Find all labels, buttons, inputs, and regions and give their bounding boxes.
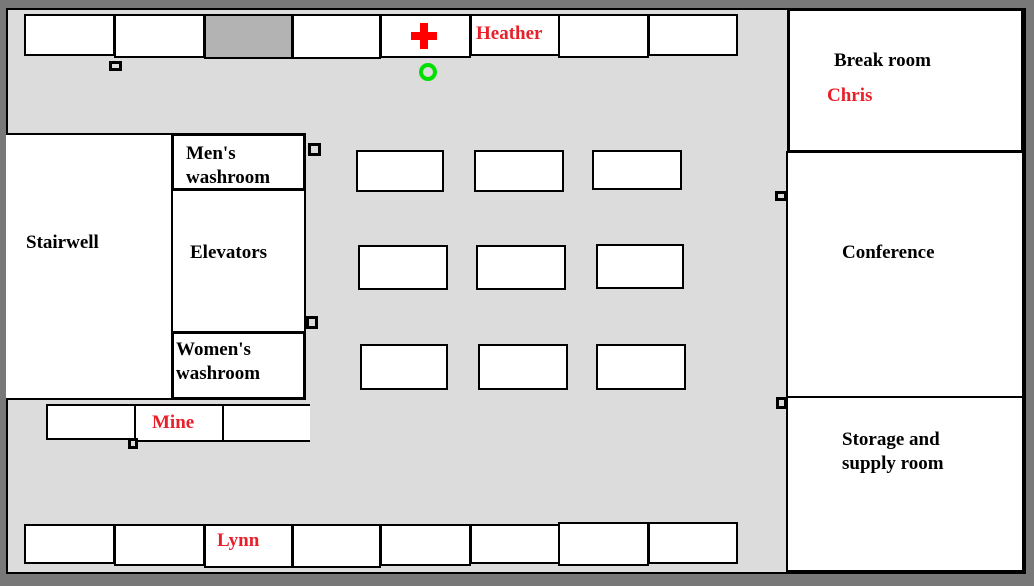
door-marker [306,316,318,329]
door-marker [109,61,122,71]
person-label-lynn: Lynn [217,530,260,551]
room-mens-washroom [171,133,306,191]
room-stairwell [6,133,174,400]
desk [648,14,738,56]
room-label-break-room: Break room [834,50,931,71]
room-label-womens-2: washroom [176,363,261,384]
room-label-mens-2: washroom [186,167,271,188]
desk [648,522,738,564]
room-label-storage-1: Storage and [842,429,940,450]
room-label-conference: Conference [842,242,935,263]
desk [358,245,448,290]
desk [596,344,686,390]
room-label-womens-1: Women's [176,339,251,360]
desk [292,14,381,59]
desk [476,245,566,290]
desk [114,524,205,566]
desk [360,344,448,390]
desk-mine [134,404,224,442]
desk-occupied [204,14,293,59]
room-break-room [787,8,1024,153]
desk-heather [470,14,560,56]
desk [558,522,649,566]
room-label-elevators: Elevators [190,242,268,263]
door-marker [308,143,321,156]
desk [478,344,568,390]
desk [380,524,471,566]
room-label-mens-1: Men's [186,143,236,164]
desk [596,244,684,289]
room-storage [786,396,1024,572]
location-marker-icon [419,63,437,81]
person-label-heather: Heather [476,23,543,44]
desk [24,14,115,56]
desk-first-aid [380,14,471,58]
desk [222,404,310,442]
desk [24,524,115,564]
desk [474,150,564,192]
door-marker [776,397,787,409]
desk [470,524,560,564]
room-label-storage-2: supply room [842,453,944,474]
first-aid-cross-icon [411,23,437,49]
room-conference [786,151,1024,398]
room-label-stairwell: Stairwell [26,232,99,253]
door-marker [775,191,787,201]
person-label-chris: Chris [827,85,873,106]
desk [356,150,444,192]
desk [558,14,649,58]
desk-lynn [204,524,293,568]
desk [592,150,682,190]
desk [292,524,381,568]
room-womens-washroom [171,331,306,400]
desk [114,14,205,58]
person-label-mine: Mine [152,412,195,433]
desk [46,404,137,440]
door-marker [128,438,138,449]
